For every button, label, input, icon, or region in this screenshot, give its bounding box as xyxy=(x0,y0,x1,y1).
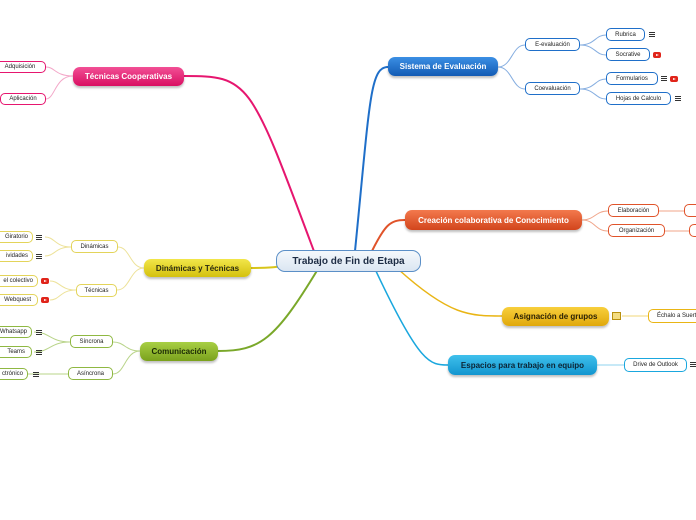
node-correo-electronico[interactable]: ctrónico xyxy=(0,368,28,380)
video-icon[interactable] xyxy=(653,52,661,58)
note-icon[interactable] xyxy=(690,362,696,367)
note-icon[interactable] xyxy=(661,76,667,81)
node-e-evaluacion[interactable]: E-evaluación xyxy=(525,38,580,51)
note-icon[interactable] xyxy=(36,254,42,259)
note-icon[interactable] xyxy=(675,96,681,101)
node-actividades[interactable]: ividades xyxy=(0,250,33,262)
node-dinamicas[interactable]: Dinámicas xyxy=(71,240,118,253)
node-asincrona[interactable]: Asíncrona xyxy=(68,367,113,380)
note-icon[interactable] xyxy=(36,330,42,335)
video-icon[interactable] xyxy=(41,297,49,303)
note-icon[interactable] xyxy=(649,32,655,37)
branch-dinamicas-tecnicas[interactable]: Dinámicas y Técnicas xyxy=(144,259,251,277)
node-aplicacion[interactable]: Aplicación xyxy=(0,93,46,105)
node-coevaluacion[interactable]: Coevaluación xyxy=(525,82,580,95)
branch-comunicacion[interactable]: Comunicación xyxy=(140,342,218,361)
node-drive-de-outlook[interactable]: Drive de Outlook xyxy=(624,358,687,372)
node-adquisicion[interactable]: Adquisición xyxy=(0,61,46,73)
node-echalo-a-suerte[interactable]: Échalo a Suert xyxy=(648,309,696,323)
branch-sistema-evaluacion[interactable]: Sistema de Evaluación xyxy=(388,57,498,76)
node-whatsapp[interactable]: Whatsapp xyxy=(0,326,32,338)
branch-tecnicas-cooperativas[interactable]: Técnicas Cooperativas xyxy=(73,67,184,86)
node-organizacion-child[interactable] xyxy=(689,224,696,237)
node-organizacion[interactable]: Organización xyxy=(608,224,665,237)
notes-icon[interactable] xyxy=(612,312,621,320)
node-giratorio[interactable]: Giratorio xyxy=(0,231,33,243)
node-teams[interactable]: Teams xyxy=(0,346,32,358)
node-hojas-de-calculo[interactable]: Hojas de Calculo xyxy=(606,92,671,105)
central-topic[interactable]: Trabajo de Fin de Etapa xyxy=(276,250,421,272)
node-webquest[interactable]: Webquest xyxy=(0,294,38,306)
video-icon[interactable] xyxy=(41,278,49,284)
branch-asignacion-grupos[interactable]: Asignación de grupos xyxy=(502,307,609,326)
branch-espacios-trabajo[interactable]: Espacios para trabajo en equipo xyxy=(448,355,597,375)
node-rubrica[interactable]: Rubrica xyxy=(606,28,645,41)
node-socrative[interactable]: Socrative xyxy=(606,48,650,61)
node-tecnicas[interactable]: Técnicas xyxy=(76,284,117,297)
node-el-colectivo[interactable]: el colectivo xyxy=(0,275,38,287)
note-icon[interactable] xyxy=(36,350,42,355)
node-elaboracion-child[interactable] xyxy=(684,204,696,217)
node-elaboracion[interactable]: Elaboración xyxy=(608,204,659,217)
note-icon[interactable] xyxy=(36,235,42,240)
branch-creacion-colaborativa[interactable]: Creación colaborativa de Conocimiento xyxy=(405,210,582,230)
note-icon[interactable] xyxy=(33,372,39,377)
video-icon[interactable] xyxy=(670,76,678,82)
node-formularios[interactable]: Formularios xyxy=(606,72,658,85)
node-sincrona[interactable]: Síncrona xyxy=(70,335,113,348)
